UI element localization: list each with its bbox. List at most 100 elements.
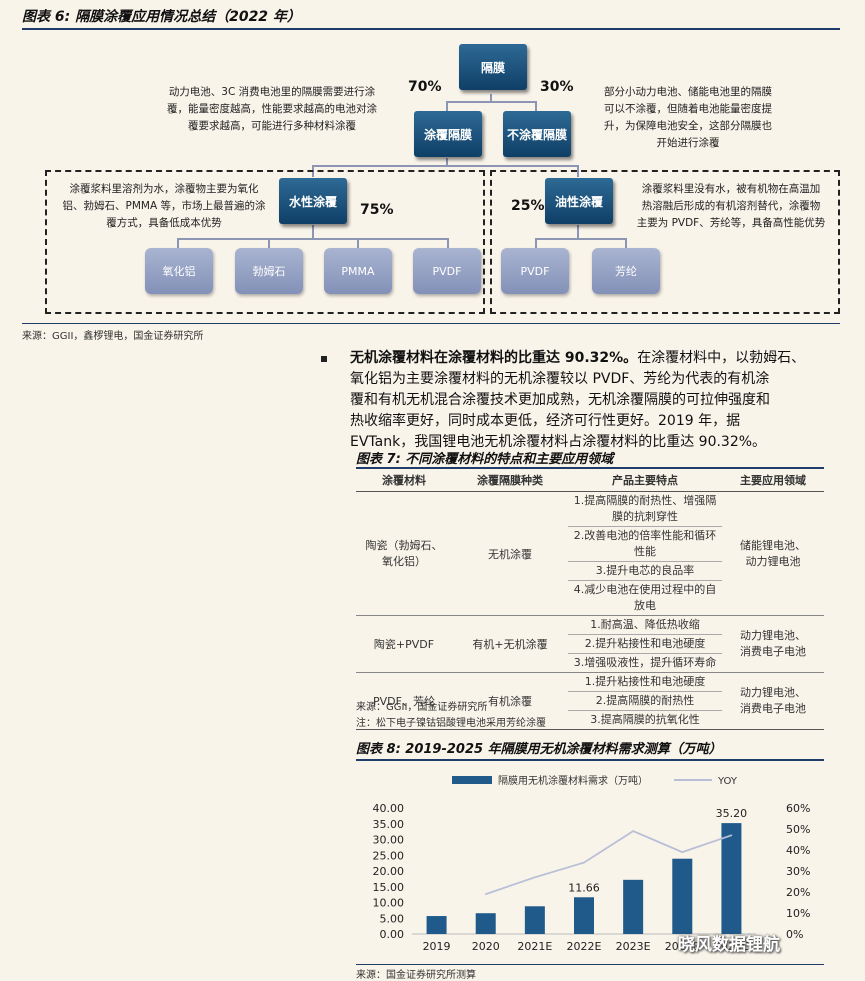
cell-application: 动力锂电池、消费电子电池 (740, 686, 806, 715)
fig8-title-rule (356, 759, 824, 761)
leaf-aramid: 芳纶 (592, 248, 660, 294)
connector (177, 238, 449, 240)
cell-material: PVDF、芳纶 (373, 695, 435, 708)
leaf-pmma: PMMA (324, 248, 392, 294)
x-tick-label: 2024E (665, 940, 700, 953)
note-coated: 动力电池、3C 消费电池里的隔膜需要进行涂覆，能量密度越高，性能要求越高的电池对… (167, 86, 377, 132)
legend-line-label: YOY (717, 776, 738, 787)
fig6-title: 图表 6: 隔膜涂覆应用情况总结（2022 年） (22, 9, 301, 25)
y-right-tick-label: 50% (786, 823, 810, 836)
note-oil: 涂覆浆料里没有水，被有机物在高温加热溶融后形成的有机溶剂替代，涂覆物主要为 PV… (636, 183, 826, 229)
chart-bar (524, 906, 545, 934)
connector (535, 101, 537, 111)
yoy-point (583, 861, 585, 864)
paragraph-inorganic-share: 无机涂覆材料在涂覆材料的比重达 90.32%。在涂覆材料中，以勃姆石、 氧化铝为… (350, 350, 806, 450)
connector (446, 101, 448, 111)
cell-material: 陶瓷（勃姆石、氧化铝） (365, 538, 443, 568)
water-coating-box (45, 170, 485, 314)
pct-oil: 25% (511, 198, 545, 214)
chart-bar (426, 916, 447, 934)
legend-bar-label: 隔膜用无机涂覆材料需求（万吨） (498, 774, 648, 787)
note-uncoated: 部分小动力电池、储能电池里的隔膜可以不涂覆，但随着电池能量密度提升，为保障电池安… (604, 86, 772, 149)
table-row: 陶瓷+PVDF 有机+无机涂覆 1.耐高温、降低热收缩 2.提升粘接性和电池硬度… (356, 615, 824, 673)
cell-type: 有机+无机涂覆 (472, 638, 548, 651)
y-left-tick-label: 30.00 (373, 834, 405, 847)
fig7-title-rule (356, 467, 824, 469)
header-type: 涂覆隔膜种类 (452, 469, 568, 492)
y-left-tick-label: 35.00 (373, 818, 405, 831)
leaf-pvdf-water: PVDF (413, 248, 481, 294)
connector (490, 94, 492, 102)
y-left-tick-label: 25.00 (373, 849, 405, 862)
yoy-point (730, 834, 733, 837)
header-features: 产品主要特点 (568, 469, 722, 492)
y-right-tick-label: 30% (786, 865, 810, 878)
y-right-tick-label: 60% (786, 802, 810, 815)
table-header-row: 涂覆材料 涂覆隔膜种类 产品主要特点 主要应用领域 (356, 469, 824, 492)
table-row: 陶瓷（勃姆石、氧化铝） 无机涂覆 1.提高隔膜的耐热性、增强隔膜的抗刺穿性 2.… (356, 492, 824, 616)
connector (268, 238, 270, 248)
y-left-tick-label: 15.00 (373, 881, 405, 894)
x-tick-label: 2020 (472, 940, 500, 953)
fig8-chart: 隔膜用无机涂覆材料需求（万吨）YOY0.005.0010.0015.0020.0… (373, 774, 811, 953)
x-tick-label: 2019 (423, 940, 451, 953)
node-coated: 涂覆隔膜 (414, 111, 482, 157)
cell-type: 无机涂覆 (488, 547, 532, 561)
cell-type: 有机涂覆 (488, 695, 532, 708)
fig6-title-rule (22, 28, 840, 30)
node-separator: 隔膜 (459, 44, 527, 90)
y-right-tick-label: 20% (786, 886, 810, 899)
y-left-tick-label: 10.00 (373, 897, 405, 910)
yoy-point (534, 876, 536, 879)
fig6-source: 来源：GGII，鑫椤锂电，国金证券研究所 (22, 331, 204, 342)
connector (447, 238, 449, 248)
yoy-point (484, 893, 487, 895)
connector (625, 238, 627, 248)
leaf-pvdf-oil: PVDF (501, 248, 569, 294)
y-right-tick-label: 0% (786, 928, 803, 941)
connector (177, 238, 179, 248)
yoy-line (485, 830, 732, 895)
connector (535, 238, 537, 248)
leaf-alumina: 氧化铝 (145, 248, 213, 294)
yoy-point (632, 830, 634, 832)
pct-uncoated: 30% (540, 79, 574, 95)
cell-application: 动力锂电池、消费电子电池 (740, 629, 806, 658)
cell-features: 1.耐高温、降低热收缩 2.提升粘接性和电池硬度 3.增强吸液性，提升循环寿命 (568, 616, 722, 673)
y-left-tick-label: 5.00 (380, 912, 405, 925)
oil-coating-box (490, 170, 840, 314)
yoy-point (681, 851, 684, 853)
fig8-source: 来源：国金证券研究所测算 (356, 970, 476, 981)
data-label: 11.66 (568, 881, 600, 894)
fig7-note: 注：松下电子镍钴铝酸锂电池采用芳纶涂覆 (356, 718, 546, 729)
node-water-coating: 水性涂覆 (279, 178, 347, 224)
pct-coated: 70% (408, 79, 442, 95)
fig8-source-rule (356, 964, 824, 965)
y-right-tick-label: 40% (786, 844, 810, 857)
cell-features: 1.提升粘接性和电池硬度 2.提高隔膜的耐热性 3.提高隔膜的抗氧化性 (568, 673, 722, 730)
chart-bar (672, 858, 693, 934)
connector (446, 101, 536, 103)
bullet-icon (321, 356, 327, 362)
connector (312, 225, 314, 239)
x-tick-label: 2023E (616, 940, 651, 953)
cell-material: 陶瓷+PVDF (373, 638, 435, 651)
header-application: 主要应用领域 (722, 469, 824, 492)
chart-bar (623, 879, 644, 934)
connector (357, 238, 359, 248)
fig7-table: 涂覆材料 涂覆隔膜种类 产品主要特点 主要应用领域 陶瓷（勃姆石、氧化铝） 无机… (356, 469, 824, 730)
cell-features: 1.提高隔膜的耐热性、增强隔膜的抗刺穿性 2.改善电池的倍率性能和循环性能 3.… (568, 492, 722, 616)
leaf-boehmite: 勃姆石 (235, 248, 303, 294)
connector (577, 225, 579, 239)
connector (535, 238, 627, 240)
fig7-title: 图表 7: 不同涂覆材料的特点和主要应用领域 (356, 452, 614, 467)
node-uncoated: 不涂覆隔膜 (503, 111, 571, 157)
chart-bar (574, 897, 594, 934)
connector (446, 158, 448, 166)
fig7-source: 来源：GGII，国金证券研究所 (356, 702, 488, 713)
node-oil-coating: 油性涂覆 (545, 178, 613, 224)
pct-water: 75% (360, 202, 394, 218)
x-tick-label: 2021E (517, 940, 552, 953)
y-right-tick-label: 10% (786, 907, 810, 920)
cell-application: 储能锂电池、动力锂电池 (740, 538, 806, 568)
